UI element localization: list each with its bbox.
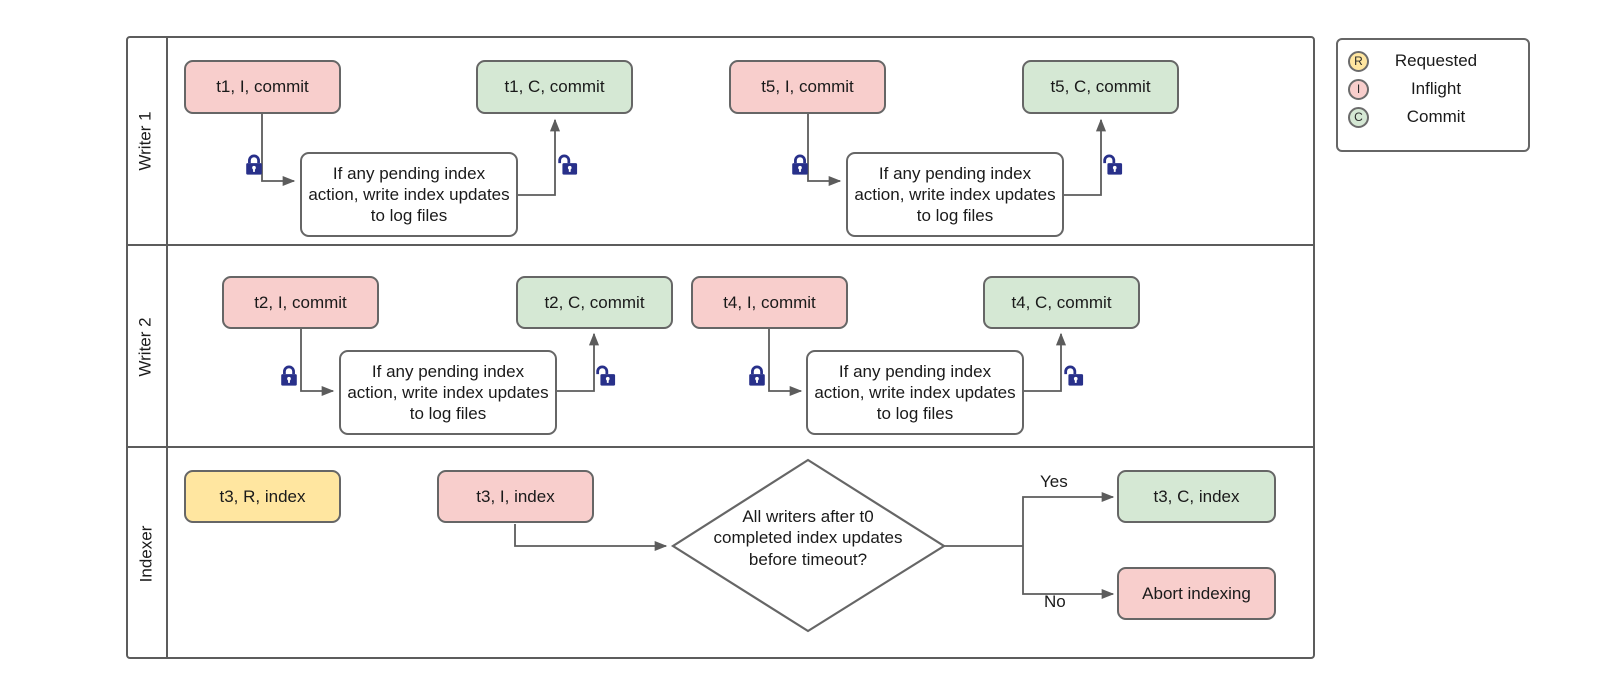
legend-badge-commit: C bbox=[1348, 106, 1369, 128]
legend-label-commit: Commit bbox=[1406, 107, 1466, 126]
node-ix-abort[interactable]: Abort indexing bbox=[1117, 567, 1276, 620]
lane-header-writer2: Writer 2 bbox=[126, 246, 168, 448]
lane-label-indexer: Indexer bbox=[136, 525, 156, 582]
node-w2-t4-inflight[interactable]: t4, I, commit bbox=[691, 276, 848, 329]
node-w2-process-2[interactable]: If any pending index action, write index… bbox=[806, 350, 1024, 435]
lane-header-indexer: Indexer bbox=[126, 448, 168, 659]
lock-open-icon bbox=[596, 365, 616, 386]
legend-item-inflight: I Inflight bbox=[1348, 78, 1514, 100]
edge-w1-t1i-to-proc1 bbox=[261, 114, 296, 187]
decision-diamond bbox=[670, 458, 947, 633]
edge-w1-proc1-to-t1c bbox=[518, 118, 561, 196]
legend-item-commit: C Commit bbox=[1348, 106, 1514, 128]
legend-badge-inflight: I bbox=[1348, 78, 1369, 100]
edge-label-no: No bbox=[1044, 592, 1066, 611]
node-ix-t3-inflight[interactable]: t3, I, index bbox=[437, 470, 594, 523]
lock-closed-icon bbox=[749, 365, 765, 386]
lock-closed-icon bbox=[246, 154, 262, 175]
edge-w2-t2i-to-proc1 bbox=[300, 329, 335, 397]
legend-label-inflight: Inflight bbox=[1410, 79, 1462, 98]
edge-ix-t3i-to-decision bbox=[514, 524, 668, 552]
node-w2-t2-commit[interactable]: t2, C, commit bbox=[516, 276, 673, 329]
lane-row-writer2 bbox=[126, 246, 1315, 448]
edge-label-yes: Yes bbox=[1040, 472, 1068, 491]
lock-closed-icon bbox=[792, 154, 808, 175]
lock-open-icon bbox=[1064, 365, 1084, 386]
node-w1-t1-inflight[interactable]: t1, I, commit bbox=[184, 60, 341, 114]
node-w1-t5-commit[interactable]: t5, C, commit bbox=[1022, 60, 1179, 114]
edge-w2-proc1-to-t2c bbox=[557, 332, 600, 392]
lane-container bbox=[126, 36, 1315, 659]
legend: R Requested I Inflight C Commit bbox=[1336, 38, 1530, 152]
lane-label-writer1: Writer 1 bbox=[136, 111, 156, 171]
legend-item-requested: R Requested bbox=[1348, 50, 1514, 72]
edge-w2-proc2-to-t4c bbox=[1024, 332, 1067, 392]
lane-header-writer1: Writer 1 bbox=[126, 36, 168, 246]
edge-w2-t4i-to-proc2 bbox=[768, 329, 803, 397]
edge-decision-no bbox=[1022, 546, 1115, 600]
edge-decision-yes bbox=[1022, 491, 1115, 546]
legend-badge-requested: R bbox=[1348, 50, 1369, 72]
lock-closed-icon bbox=[281, 365, 297, 386]
node-ix-t3-commit[interactable]: t3, C, index bbox=[1117, 470, 1276, 523]
lane-label-writer2: Writer 2 bbox=[136, 317, 156, 377]
legend-label-requested: Requested bbox=[1394, 51, 1478, 70]
node-w1-t5-inflight[interactable]: t5, I, commit bbox=[729, 60, 886, 114]
lock-open-icon bbox=[558, 154, 578, 175]
node-w1-process-1[interactable]: If any pending index action, write index… bbox=[300, 152, 518, 237]
node-w1-t1-commit[interactable]: t1, C, commit bbox=[476, 60, 633, 114]
node-w2-t4-commit[interactable]: t4, C, commit bbox=[983, 276, 1140, 329]
edge-w1-t5i-to-proc2 bbox=[807, 114, 842, 187]
lane-row-writer1 bbox=[126, 36, 1315, 246]
node-ix-t3-requested[interactable]: t3, R, index bbox=[184, 470, 341, 523]
lock-open-icon bbox=[1103, 154, 1123, 175]
node-w2-process-1[interactable]: If any pending index action, write index… bbox=[339, 350, 557, 435]
edge-w1-proc2-to-t5c bbox=[1064, 118, 1107, 196]
node-w1-process-2[interactable]: If any pending index action, write index… bbox=[846, 152, 1064, 237]
node-w2-t2-inflight[interactable]: t2, I, commit bbox=[222, 276, 379, 329]
